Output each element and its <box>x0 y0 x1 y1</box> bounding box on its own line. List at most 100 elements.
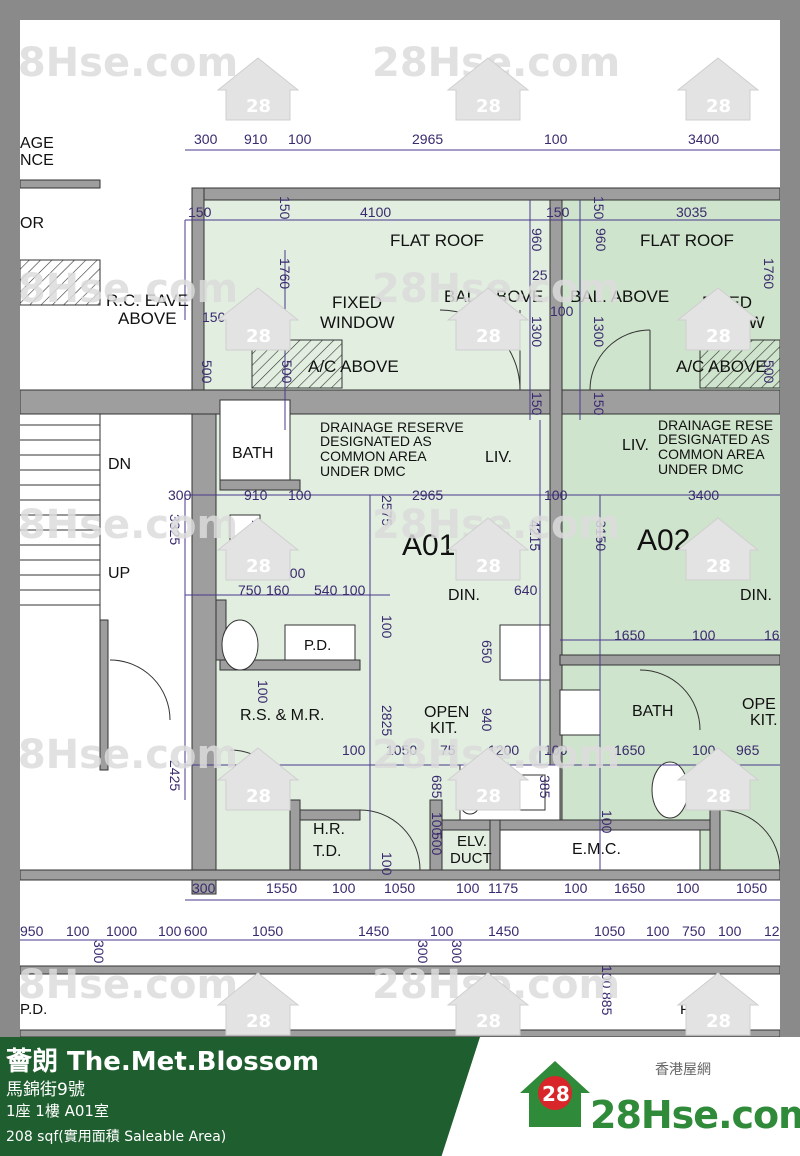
watermark-text: 28Hse.com <box>20 266 238 312</box>
watermark-badges <box>216 57 760 1036</box>
drainage-reserve-a02: DRAINAGE RESE <box>658 417 773 433</box>
unit-label-a01: A01 <box>402 529 455 562</box>
dimension: 750 <box>682 923 706 939</box>
dimension: 965 <box>736 742 760 758</box>
drainage-reserve-a01: DESIGNATED AS <box>320 433 432 449</box>
hose-reel: H.R. <box>313 821 345 838</box>
flat-roof-a02: FLAT ROOF <box>640 231 734 250</box>
corner-label: OR <box>20 215 44 232</box>
dimension: 100 <box>544 742 568 758</box>
drainage-reserve-a01: COMMON AREA <box>320 448 427 464</box>
dimension: 385 <box>537 775 553 799</box>
watermark-text: 28Hse.com <box>20 40 238 86</box>
ac-above-a01: A/C ABOVE <box>308 357 399 376</box>
corner-label: AGE <box>20 135 54 152</box>
dimension: 100 <box>550 303 574 319</box>
dimension: 1760 <box>761 258 777 289</box>
watermarks: 28Hse.com 28Hse.com 28Hse.com 28Hse.com … <box>20 40 620 1008</box>
dimension: 100 <box>544 487 568 503</box>
dimension: 100 <box>379 615 395 639</box>
dimension: 100 <box>718 923 742 939</box>
watermark-badge: 28 <box>706 96 731 117</box>
dimension: 1650 <box>614 880 645 896</box>
dimension: 640 <box>514 582 538 598</box>
elv-duct: DUCT <box>450 850 492 867</box>
watermark-badge: 28 <box>246 556 271 577</box>
dimension: 885 <box>599 992 615 1016</box>
open-kit-a02: OPE <box>742 696 776 713</box>
stair-down: DN <box>108 456 131 473</box>
drainage-reserve-a02: DESIGNATED AS <box>658 431 770 447</box>
watermark-badge: 28 <box>246 326 271 347</box>
watermark-text: 28Hse.com <box>20 732 238 778</box>
dimension: 1050 <box>386 742 417 758</box>
dimension: 100 <box>544 131 568 147</box>
dimension: 100 <box>255 680 271 704</box>
dimension: 3150 <box>593 520 609 551</box>
fixed-window-a01: WINDOW <box>320 313 395 332</box>
dimension: 4215 <box>527 520 543 551</box>
emc-room: E.M.C. <box>572 841 621 858</box>
dimension: 300 <box>449 940 465 964</box>
watermark-badge: 28 <box>476 96 501 117</box>
dimension: 16 <box>764 627 780 643</box>
din-a02: DIN. <box>740 587 772 604</box>
room-labels: FLAT ROOF FLAT ROOF FIXED WINDOW FIXED W… <box>20 135 778 1018</box>
open-kit-a02: KIT. <box>750 712 778 729</box>
dimension: 1050 <box>384 880 415 896</box>
dimension: 2965 <box>412 131 443 147</box>
dimension: 540 <box>314 582 338 598</box>
brand-house-icon: 28 <box>520 1061 590 1127</box>
dimension: 300 <box>168 487 192 503</box>
saleable-area: 208 sqf(實用面積 Saleable Area) <box>6 1129 227 1145</box>
dimension: 100 <box>342 582 366 598</box>
dimension: 650 <box>479 640 495 664</box>
brand-site-name[interactable]: 28Hse.com <box>590 1093 800 1137</box>
street-address: 馬錦街9號 <box>6 1080 85 1100</box>
bath-a02: BATH <box>632 703 673 720</box>
estate-name: 薈朗 The.Met.Blossom <box>6 1047 320 1077</box>
dimension: 100 <box>676 880 700 896</box>
dimension: 150 <box>277 196 293 220</box>
dimension: 1450 <box>358 923 389 939</box>
dimension: 100 <box>429 812 445 836</box>
dimension: 500 <box>279 360 295 384</box>
dimension: 100 <box>599 965 615 989</box>
dimension: 750 <box>238 582 262 598</box>
dimension: 1300 <box>591 316 607 347</box>
dimension: 685 <box>429 775 445 799</box>
watermark-badge: 28 <box>476 786 501 807</box>
dimension: 960 <box>529 228 545 252</box>
dimension: 2425 <box>167 760 183 791</box>
dimension: 100 <box>692 742 716 758</box>
dimension: 150 <box>591 196 607 220</box>
dimension: 1650 <box>614 627 645 643</box>
dimension: 100 <box>692 627 716 643</box>
flat-roof-a01: FLAT ROOF <box>390 231 484 250</box>
dimension: 1050 <box>736 880 767 896</box>
dimension: 100 <box>379 852 395 876</box>
dimension: 300 <box>91 940 107 964</box>
dimension: 1300 <box>529 316 545 347</box>
open-kit-a01: KIT. <box>430 720 458 737</box>
dimension: 500 <box>199 360 215 384</box>
drainage-reserve-a01: DRAINAGE RESERVE <box>320 419 464 435</box>
dimension: 2575 <box>379 495 395 526</box>
dimension: 1760 <box>277 258 293 289</box>
brand-badge-number: 28 <box>542 1082 570 1106</box>
din-a01: DIN. <box>448 587 480 604</box>
refuse-storage: R.S. & M.R. <box>240 707 324 724</box>
watermark-badge: 28 <box>706 786 731 807</box>
dimension: 100 <box>288 131 312 147</box>
elv-duct: ELV. <box>457 833 487 850</box>
dimension: 150 <box>202 309 226 325</box>
dimension: 3400 <box>688 487 719 503</box>
dimension: 1650 <box>614 742 645 758</box>
corner-label: NCE <box>20 152 54 169</box>
stair-up: UP <box>108 565 130 582</box>
pipe-duct-bottom: P.D. <box>20 1001 47 1018</box>
walls <box>20 179 780 1037</box>
dimension: 1550 <box>266 880 297 896</box>
watermark-text: 28Hse.com <box>20 502 238 548</box>
dimension: 1050 <box>594 923 625 939</box>
